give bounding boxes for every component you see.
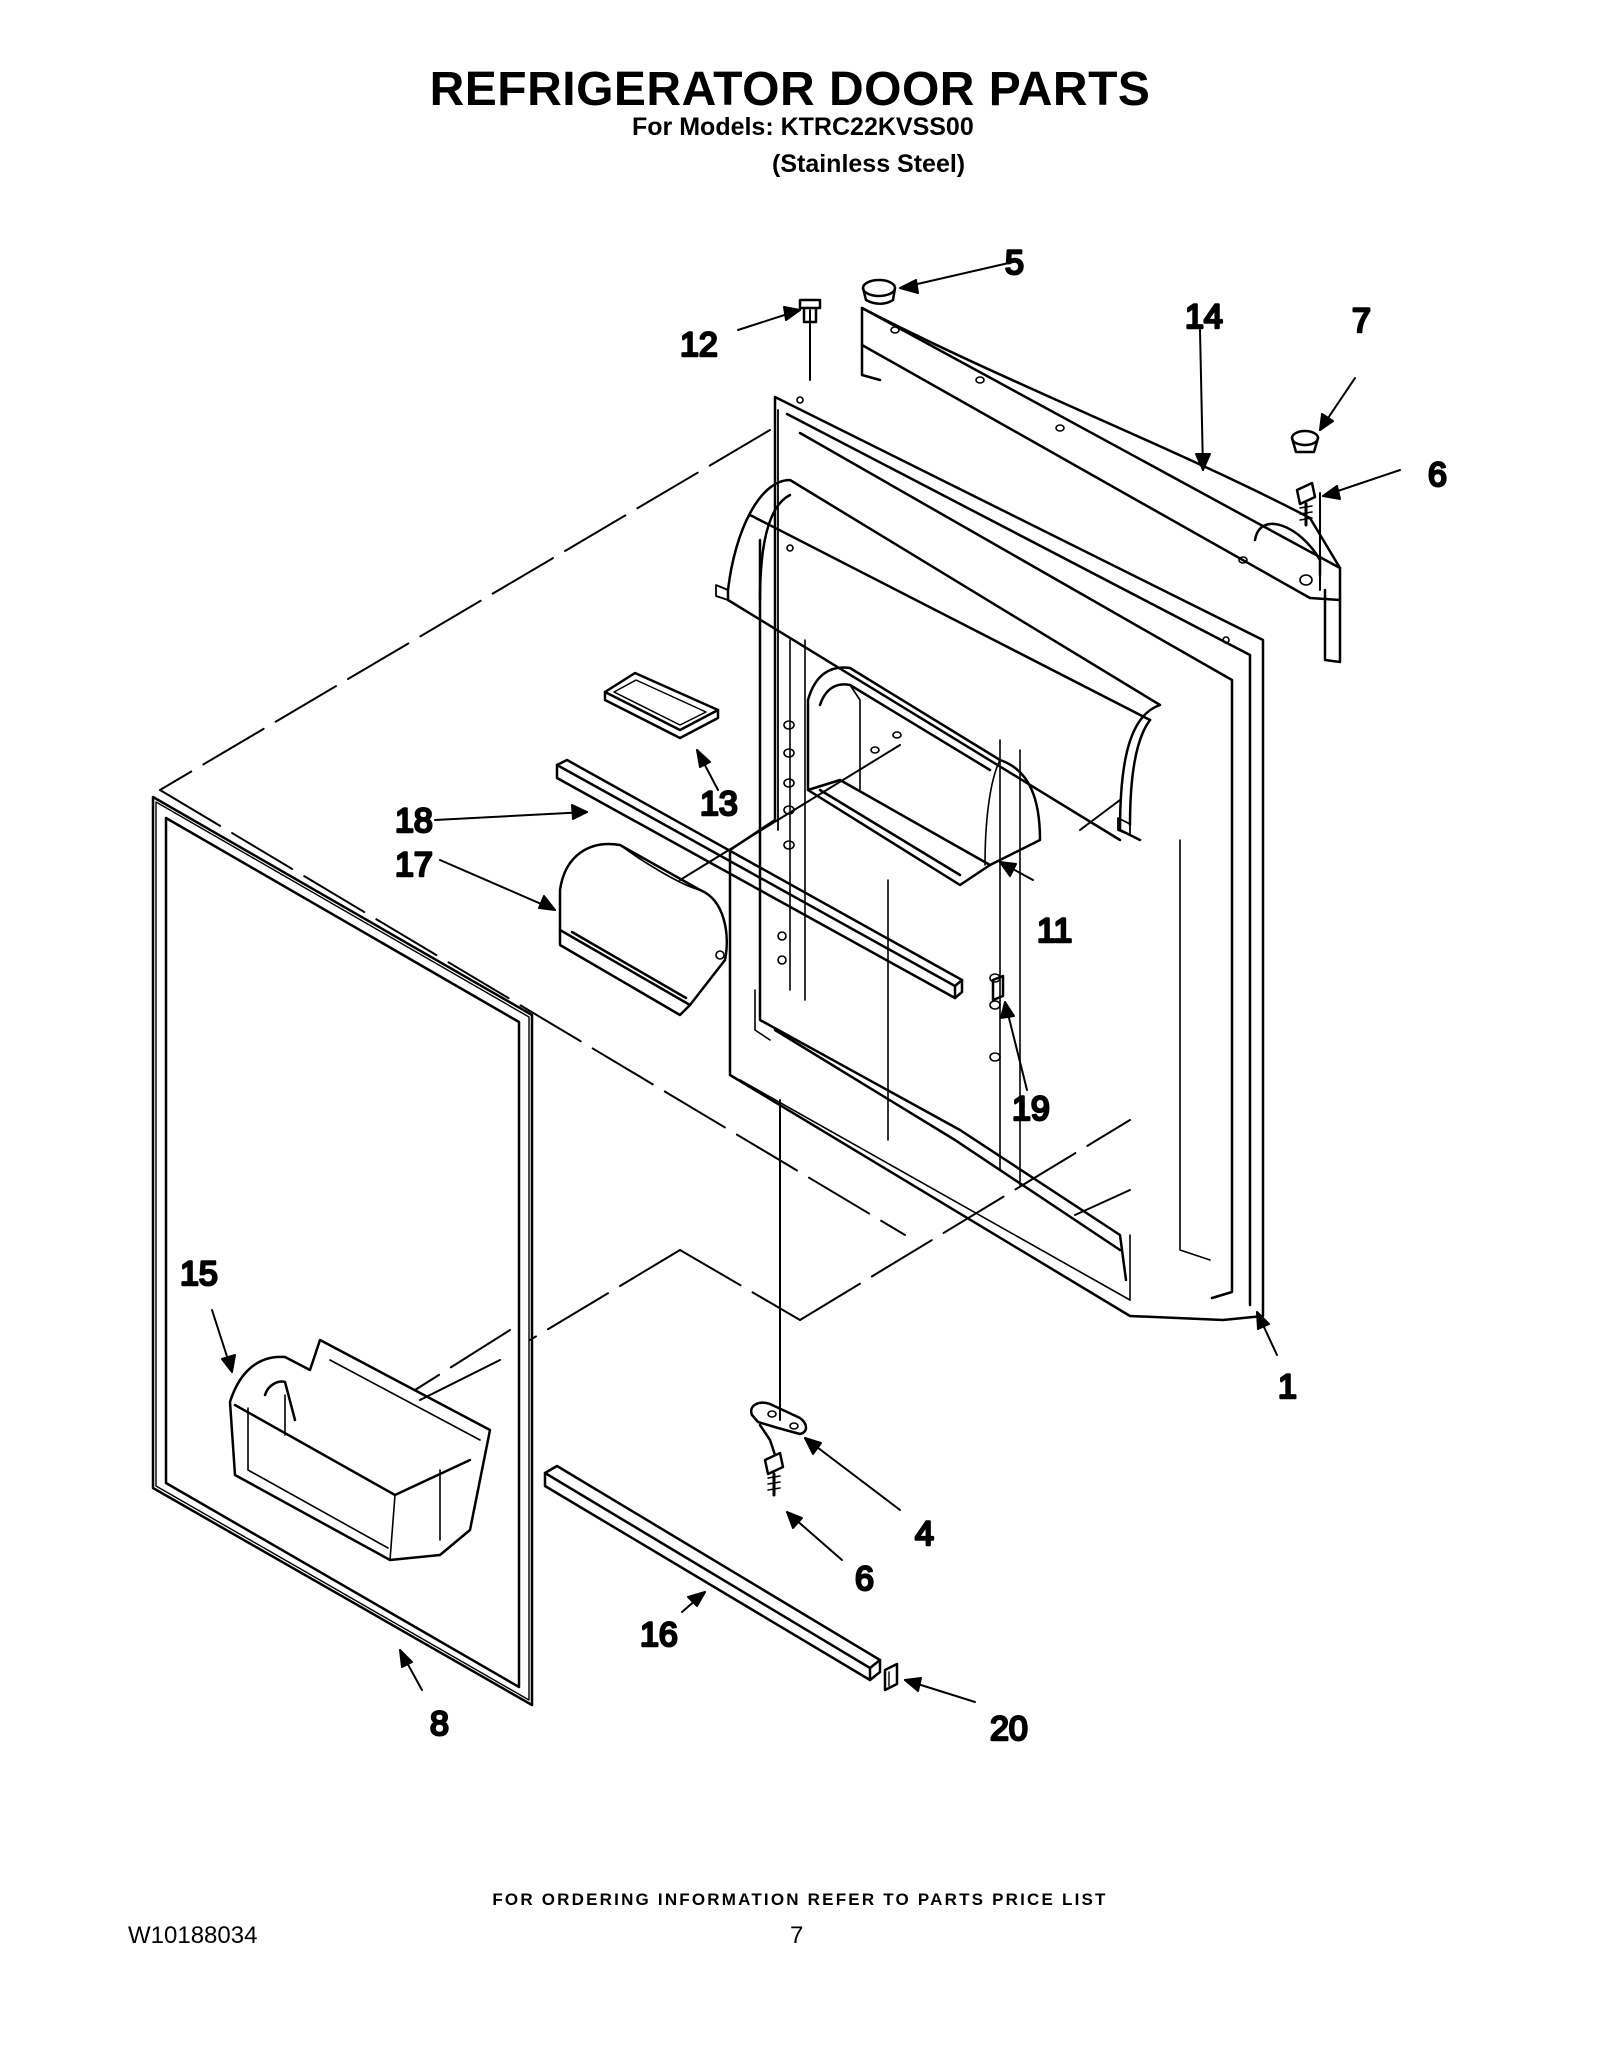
callout-label-15: 15 [180,1255,218,1293]
plug-part-7 [1290,429,1320,454]
callout-label-16: 16 [640,1616,678,1654]
door-gasket-part-8 [151,795,534,1707]
screw-part-6 [763,1451,785,1497]
callout-label-11: 11 [1037,912,1072,950]
callout-label-12: 12 [680,326,718,364]
callout-label-19: 19 [1012,1090,1050,1128]
page-title: REFRIGERATOR DOOR PARTS [429,63,1151,116]
ordering-note: FOR ORDERING INFORMATION REFER TO PARTS … [492,1890,1108,1909]
trim-strip-part-16 [543,1464,882,1682]
end-clip-part-20 [883,1662,899,1692]
callout-label-20: 20 [990,1710,1028,1748]
callout-label-7: 7 [1352,302,1371,340]
page-number: 7 [790,1922,804,1949]
finish-label: (Stainless Steel) [772,150,966,178]
callout-label-18: 18 [395,802,433,840]
hinge-pin-part-12 [798,298,822,324]
door-rail-holes [777,396,1230,1062]
callout-label-1: 1 [1278,1368,1297,1406]
shelf-bar-part-18 [555,758,964,1000]
callout-label-14: 14 [1185,298,1223,336]
hinge-cap-part-5 [861,278,897,305]
bin-cover-part-17 [558,842,728,1017]
callout-label-6: 6 [1428,456,1447,494]
screw-part-6 [1295,481,1317,527]
callout-label-5: 5 [1005,244,1024,282]
door-bin-part-15 [228,1338,492,1562]
callout-label-13: 13 [700,785,738,823]
shelf-clip-part-19 [991,974,1005,1002]
solid-guide-lines [419,492,1321,1421]
model-number: For Models: KTRC22KVSS00 [632,113,974,141]
callout-leaders [211,261,1401,1703]
callout-label-4: 4 [915,1515,934,1553]
document-number: W10188034 [128,1922,258,1949]
callout-label-17: 17 [395,846,433,884]
callout-label-6: 6 [855,1560,874,1598]
callout-label-8: 8 [430,1705,449,1743]
dairy-bin-part-11 [806,666,1042,887]
hinge-part-4 [749,1401,808,1457]
door-cap-part-14 [860,306,1342,664]
upper-door-shelf [715,478,1162,842]
tray-cover-part-13 [603,671,720,740]
door-liner-part-1 [728,395,1265,1322]
